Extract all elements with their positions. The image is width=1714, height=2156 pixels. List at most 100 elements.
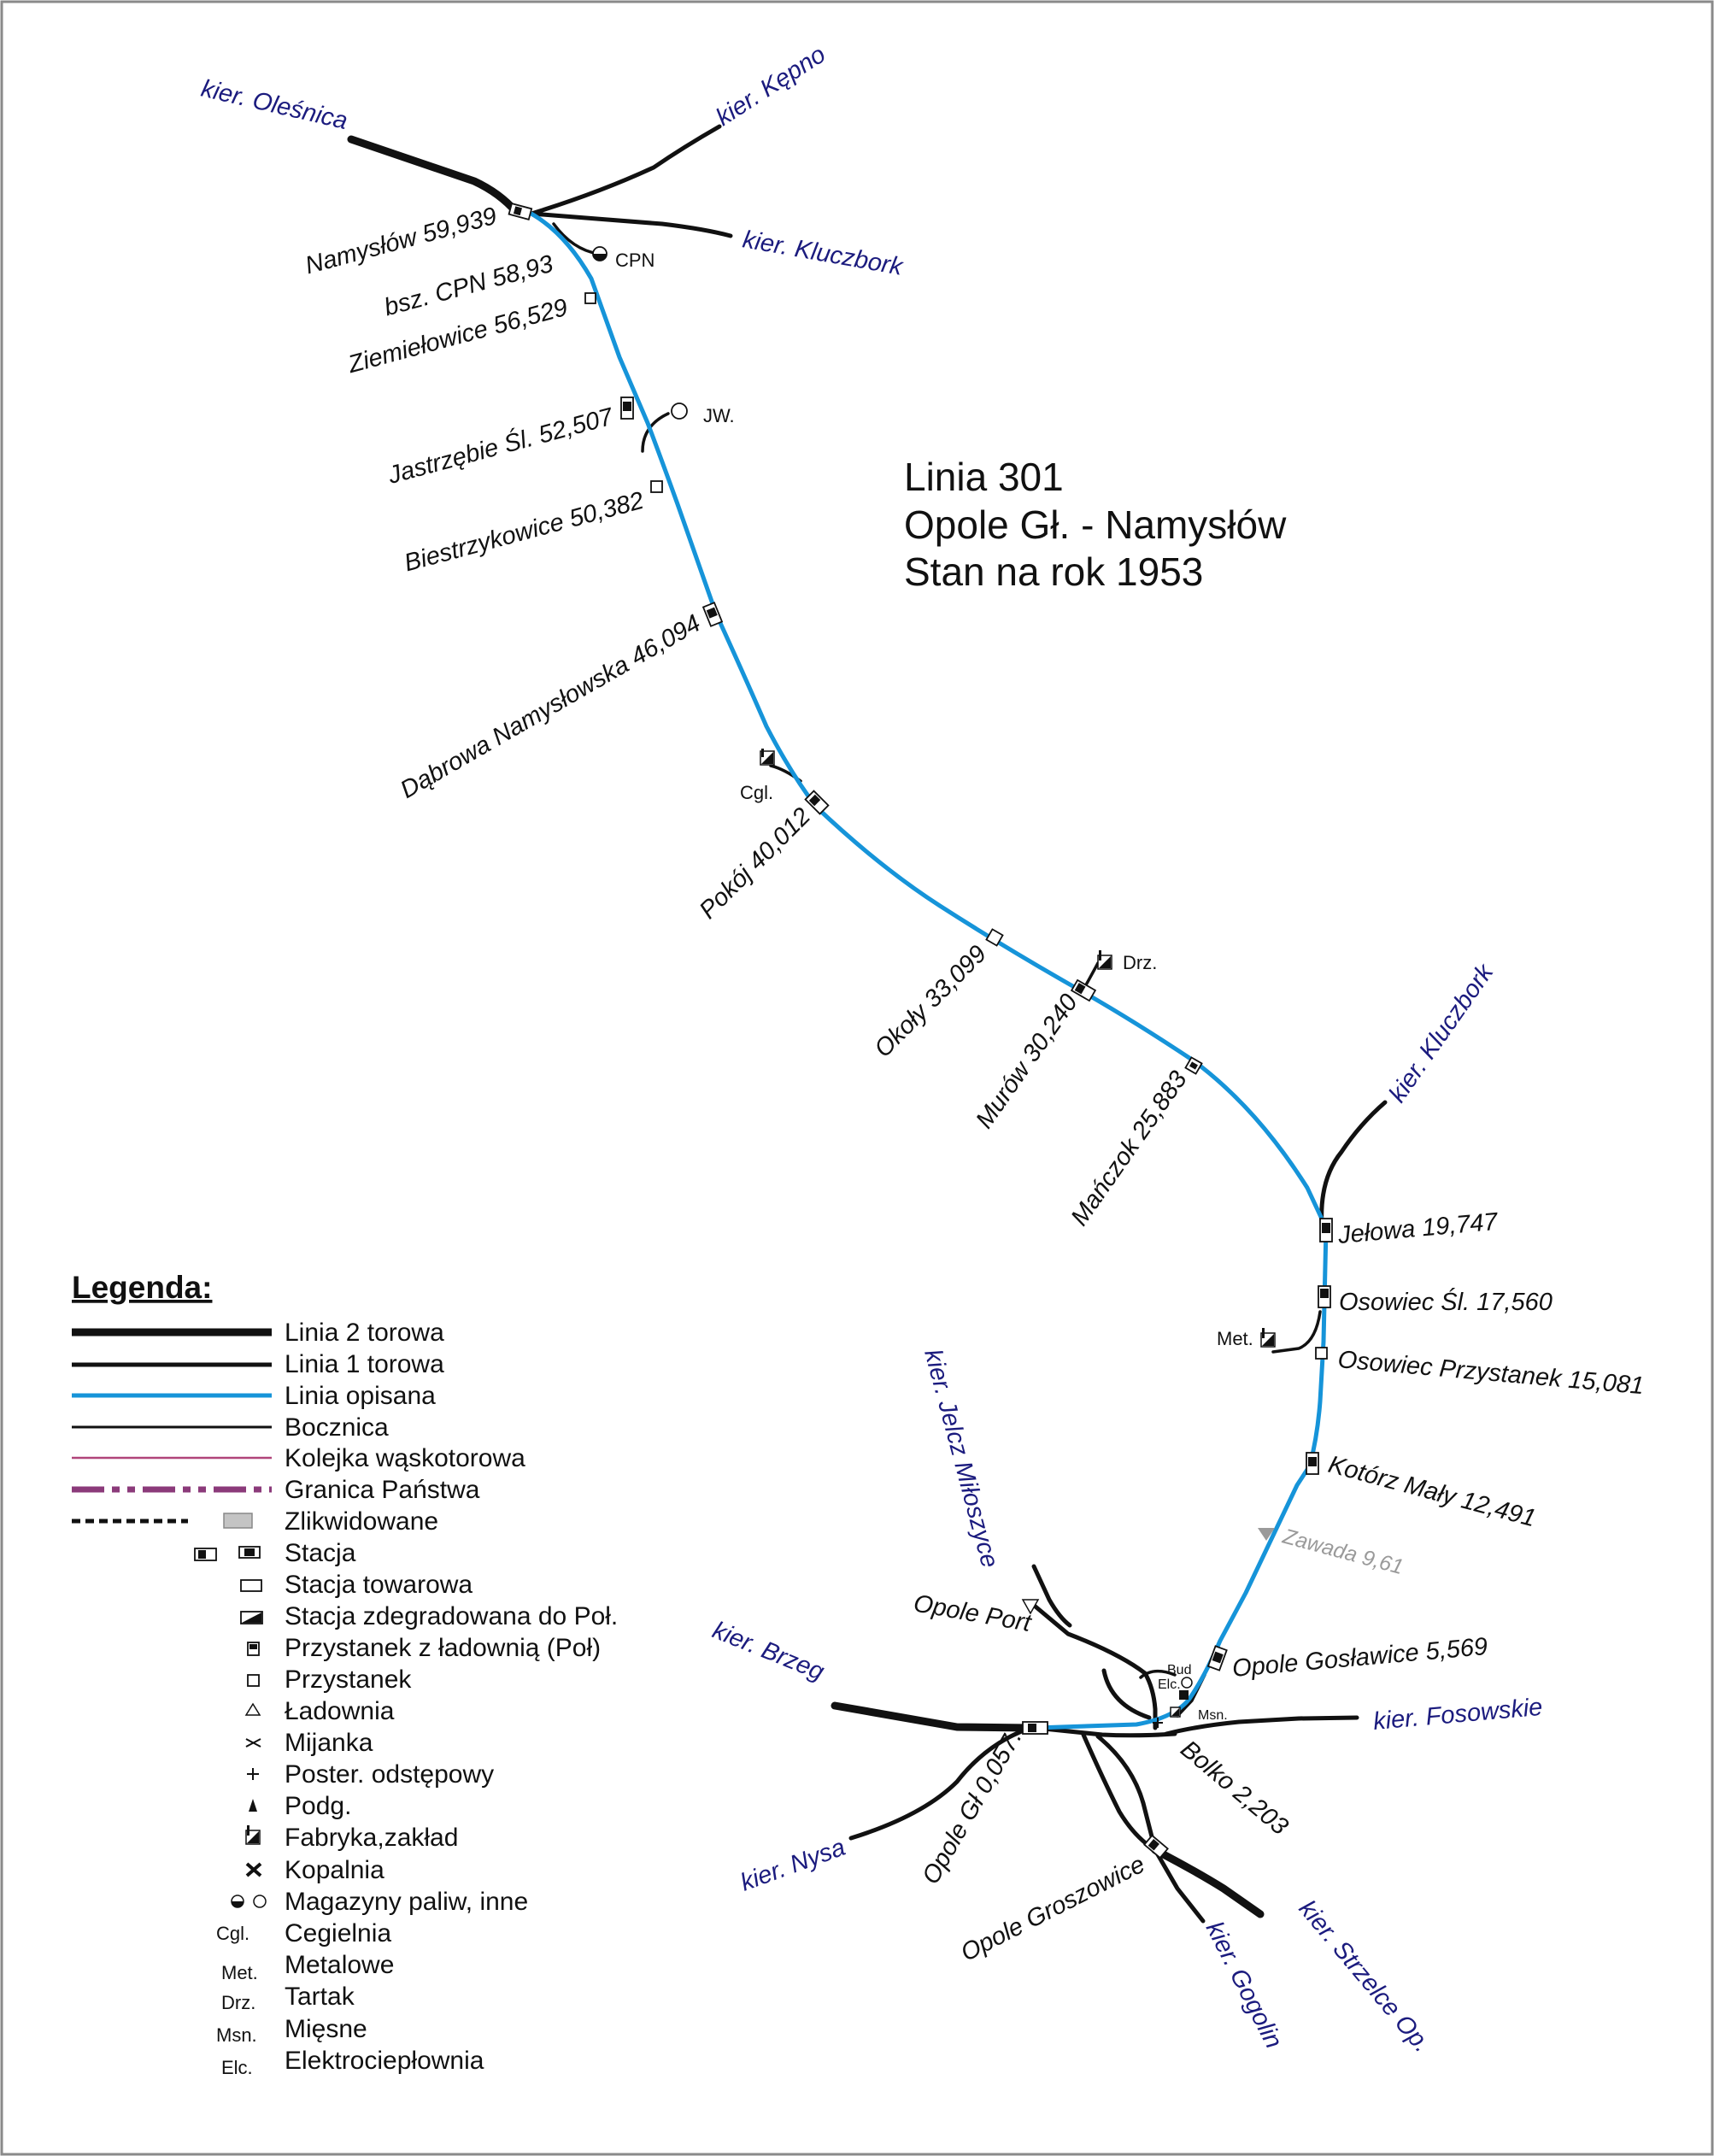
station-goslawice-marker bbox=[1206, 1645, 1228, 1671]
legend-abbr-cgl: Cgl. bbox=[216, 1923, 249, 1944]
met-label: Met. bbox=[1217, 1328, 1253, 1349]
stop-ziemielowice-marker bbox=[584, 292, 596, 304]
cpn-depot-fill bbox=[593, 254, 607, 261]
legend-swatch-station bbox=[194, 1546, 261, 1561]
dir-kluczbork-north-label: kier. Kluczbork bbox=[741, 226, 906, 281]
legend-item-passing-loop: Mijanka bbox=[285, 1729, 373, 1757]
biestrzykowice-label: Biestrzykowice 50,382 bbox=[402, 487, 647, 578]
legend-swatch-mine bbox=[245, 1862, 262, 1877]
legend-item-block-post: Poster. odstępowy bbox=[285, 1760, 494, 1789]
opole-port-loading-marker bbox=[1021, 1599, 1040, 1615]
legend-item-border: Granica Państwa bbox=[285, 1476, 480, 1504]
track-port-loop bbox=[1101, 1668, 1152, 1720]
legend-swatch-block-post bbox=[247, 1768, 259, 1780]
dir-gogolin-label: kier. Gogolin bbox=[1200, 1918, 1288, 2053]
pokoj-label: Pokój 40,012 bbox=[695, 802, 816, 924]
legend-item-metalworks: Metalowe bbox=[285, 1951, 394, 1979]
legend-item-brickworks: Cegielnia bbox=[285, 1919, 391, 1947]
drz-label: Drz. bbox=[1123, 952, 1157, 973]
track-nysa bbox=[848, 1725, 1033, 1841]
dir-kluczbork-east-label: kier. Kluczbork bbox=[1384, 959, 1500, 1107]
dir-kepno-label: kier. Kępno bbox=[711, 41, 831, 132]
track-fosowskie bbox=[1164, 1715, 1359, 1736]
jw-depot-icon bbox=[671, 402, 688, 420]
stop-biestrzykowice-marker bbox=[650, 480, 663, 493]
legend-item-loading-point: Ładownia bbox=[285, 1697, 395, 1725]
legend-item-mine: Kopalnia bbox=[285, 1856, 384, 1884]
legend-item-degraded: Stacja zdegradowana do Poł. bbox=[285, 1602, 618, 1630]
map-title-line3: Stan na rok 1953 bbox=[904, 549, 1203, 594]
dir-strzelce-label: kier. Strzelce Op. bbox=[1294, 1895, 1436, 2058]
legend-abbr-msn: Msn. bbox=[216, 2024, 257, 2046]
cpn-label: CPN bbox=[615, 250, 654, 271]
station-osowiec-sl-marker bbox=[1318, 1285, 1331, 1308]
legend-swatch-halt bbox=[247, 1674, 260, 1687]
station-opole-gl-marker bbox=[1022, 1721, 1048, 1735]
track-olesnica bbox=[347, 135, 520, 216]
track-brzeg bbox=[831, 1701, 1034, 1732]
stop-osowiec-p-marker bbox=[1315, 1347, 1328, 1360]
legend-heading: Legenda: bbox=[72, 1270, 212, 1305]
sawmill-factory-icon bbox=[1097, 950, 1112, 970]
legend-item-station: Stacja bbox=[285, 1539, 356, 1567]
namyslow-label: Namysłów 59,939 bbox=[302, 203, 500, 280]
dir-jelcz-label: kier. Jelcz Miłoszyce bbox=[919, 1347, 1003, 1571]
zawada-label: Zawada 9,61 bbox=[1279, 1524, 1406, 1579]
jelowa-label: Jełowa 19,747 bbox=[1336, 1208, 1500, 1249]
legend-abbr-elc: Elc. bbox=[221, 2057, 253, 2078]
legend-abbr-drz: Drz. bbox=[221, 1992, 255, 2013]
dir-brzeg-label: kier. Brzeg bbox=[708, 1617, 828, 1686]
ziemielowice-label: Ziemiełowice 56,529 bbox=[344, 294, 571, 379]
track-groszowice-b bbox=[1095, 1734, 1158, 1853]
station-jelowa-marker bbox=[1319, 1218, 1333, 1242]
jastrzebie-label: Jastrzębie Śl. 52,507 bbox=[384, 401, 617, 490]
siding-met bbox=[1271, 1310, 1322, 1354]
opole-gl-label: Opole Gł 0,057. bbox=[917, 1725, 1027, 1889]
station-jastrzebie-marker bbox=[620, 397, 634, 420]
station-pokoj-marker bbox=[804, 790, 830, 815]
map-title-line1: Linia 301 bbox=[904, 455, 1064, 499]
siding-bolko bbox=[1139, 1669, 1177, 1679]
station-dabrowa-marker bbox=[701, 602, 724, 627]
legend-item-factory: Fabryka,zakład bbox=[285, 1824, 458, 1852]
legend-item-sawmill: Tartak bbox=[285, 1983, 355, 2011]
opole-goslawice-industry-icons bbox=[1170, 1677, 1193, 1718]
dir-olesnica-label: kier. Oleśnica bbox=[198, 75, 349, 135]
legend-swatch-loading-point bbox=[244, 1702, 261, 1716]
track-kepno bbox=[529, 124, 722, 216]
station-namyslow-marker bbox=[508, 202, 533, 220]
legend-swatch-freight bbox=[240, 1579, 262, 1592]
line-301-described bbox=[525, 209, 1329, 1730]
bolko-label: Bolko 2,203 bbox=[1176, 1736, 1294, 1841]
dir-fosowskie-label: kier. Fosowskie bbox=[1372, 1694, 1544, 1736]
legend-abbr-met: Met. bbox=[221, 1962, 258, 1983]
legend-item-freight: Stacja towarowa bbox=[285, 1571, 473, 1599]
legend-swatch-closed-box bbox=[223, 1513, 253, 1529]
legend-item-siding: Bocznica bbox=[285, 1413, 389, 1442]
osowiec-sl-label: Osowiec Śl. 17,560 bbox=[1339, 1287, 1553, 1316]
opole-port-label: Opole Port bbox=[912, 1589, 1035, 1637]
legend: Legenda: Linia 2 torowa Linia 1 torowa L… bbox=[72, 1270, 618, 2078]
dabrowa-label: Dąbrowa Namysłowska 46,094 bbox=[396, 609, 705, 804]
brickworks-factory-icon bbox=[760, 749, 775, 766]
metalworks-factory-icon bbox=[1260, 1328, 1276, 1348]
cgl-label: Cgl. bbox=[740, 782, 773, 803]
legend-item-halt: Przystanek bbox=[285, 1665, 412, 1694]
track-port bbox=[1029, 1601, 1158, 1730]
osowiec-p-label: Osowiec Przystanek 15,081 bbox=[1336, 1346, 1645, 1400]
legend-item-meat: Mięsne bbox=[285, 2015, 367, 2043]
legend-swatch-halt-loading bbox=[247, 1642, 260, 1656]
okoly-label: Okoły 33,099 bbox=[869, 940, 991, 1062]
stop-okoly-marker bbox=[985, 928, 1004, 947]
track-kluczbork-north bbox=[529, 211, 733, 238]
legend-swatch-depot bbox=[231, 1895, 267, 1908]
legend-swatch-degraded bbox=[240, 1611, 263, 1624]
legend-item-siding-station: Podg. bbox=[285, 1792, 351, 1820]
legend-item-closed: Zlikwidowane bbox=[285, 1507, 438, 1536]
jw-label: JW. bbox=[703, 405, 735, 426]
station-kotorz-marker bbox=[1306, 1452, 1319, 1475]
bolko-post-marker bbox=[1153, 1718, 1163, 1728]
dir-nysa-label: kier. Nysa bbox=[737, 1834, 848, 1897]
legend-item-single: Linia 1 torowa bbox=[285, 1350, 444, 1378]
